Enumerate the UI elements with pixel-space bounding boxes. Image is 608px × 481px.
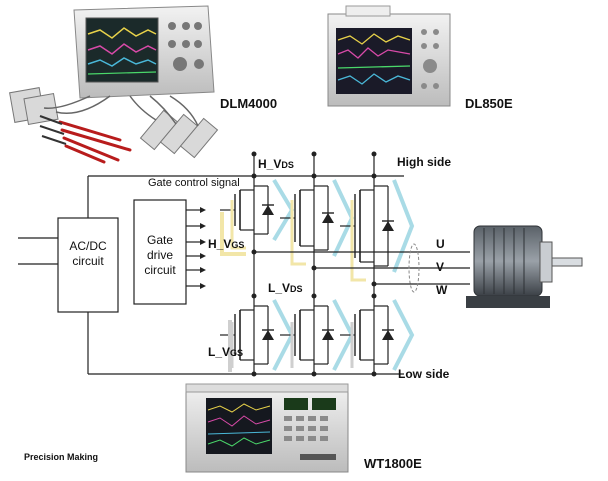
low-side-label: Low side [398,367,450,381]
hvgs-main-arrow [220,212,246,256]
dl850e-recorder-image [327,5,451,107]
acdc-label-line2: circuit [72,254,104,268]
high-side-label: High side [397,155,451,169]
current-probe-ellipse [408,243,420,293]
hvgs-indicator-1 [290,200,306,266]
diode-symbol-high-1 [322,213,334,223]
dlm4000-oscilloscope-image [9,5,219,164]
diode-symbol-low-2 [382,330,394,340]
hvgs-indicator-0 [230,200,246,250]
gate-drive-label-line2: drive [147,248,173,262]
vds-indicator-high-0 [272,178,295,242]
inverter-legs [220,151,415,377]
dl850e-label: DL850E [465,96,513,111]
motor-image [466,225,583,308]
wt1800e-label: WT1800E [364,456,422,471]
diode-symbol-high-0 [262,205,274,215]
hvgs-indicator-2 [350,200,366,282]
phase-w-label: W [436,283,448,297]
l-vds-label: L_VDS [268,281,303,295]
h-vds-label: H_VDS [258,157,294,171]
l-vgs-label: L_VGS [208,345,243,359]
vds-indicator-low-2 [392,299,415,371]
acdc-label-line1: AC/DC [69,239,107,253]
diode-symbol-high-2 [382,221,394,231]
vds-indicator-high-2 [392,179,415,273]
vds-indicator-high-1 [332,179,355,257]
phase-output-wires [254,251,470,285]
power-bus-wires [18,175,404,375]
diode-symbol-low-0 [262,330,274,340]
phase-u-label: U [436,237,445,251]
dlm4000-label: DLM4000 [220,96,277,111]
gate-drive-circuit-box [133,199,187,305]
gate-control-signal-label: Gate control signal [148,177,240,189]
h-vgs-label: H_VGS [208,237,244,251]
gate-drive-label-line3: circuit [144,263,176,277]
acdc-circuit-box [57,217,119,313]
gate-drive-label-line1: Gate [147,233,173,247]
precision-making-brand: Precision Making [24,452,98,462]
diode-symbol-low-1 [322,330,334,340]
wt1800e-power-analyzer-image [185,383,349,473]
phase-v-label: V [436,260,444,274]
